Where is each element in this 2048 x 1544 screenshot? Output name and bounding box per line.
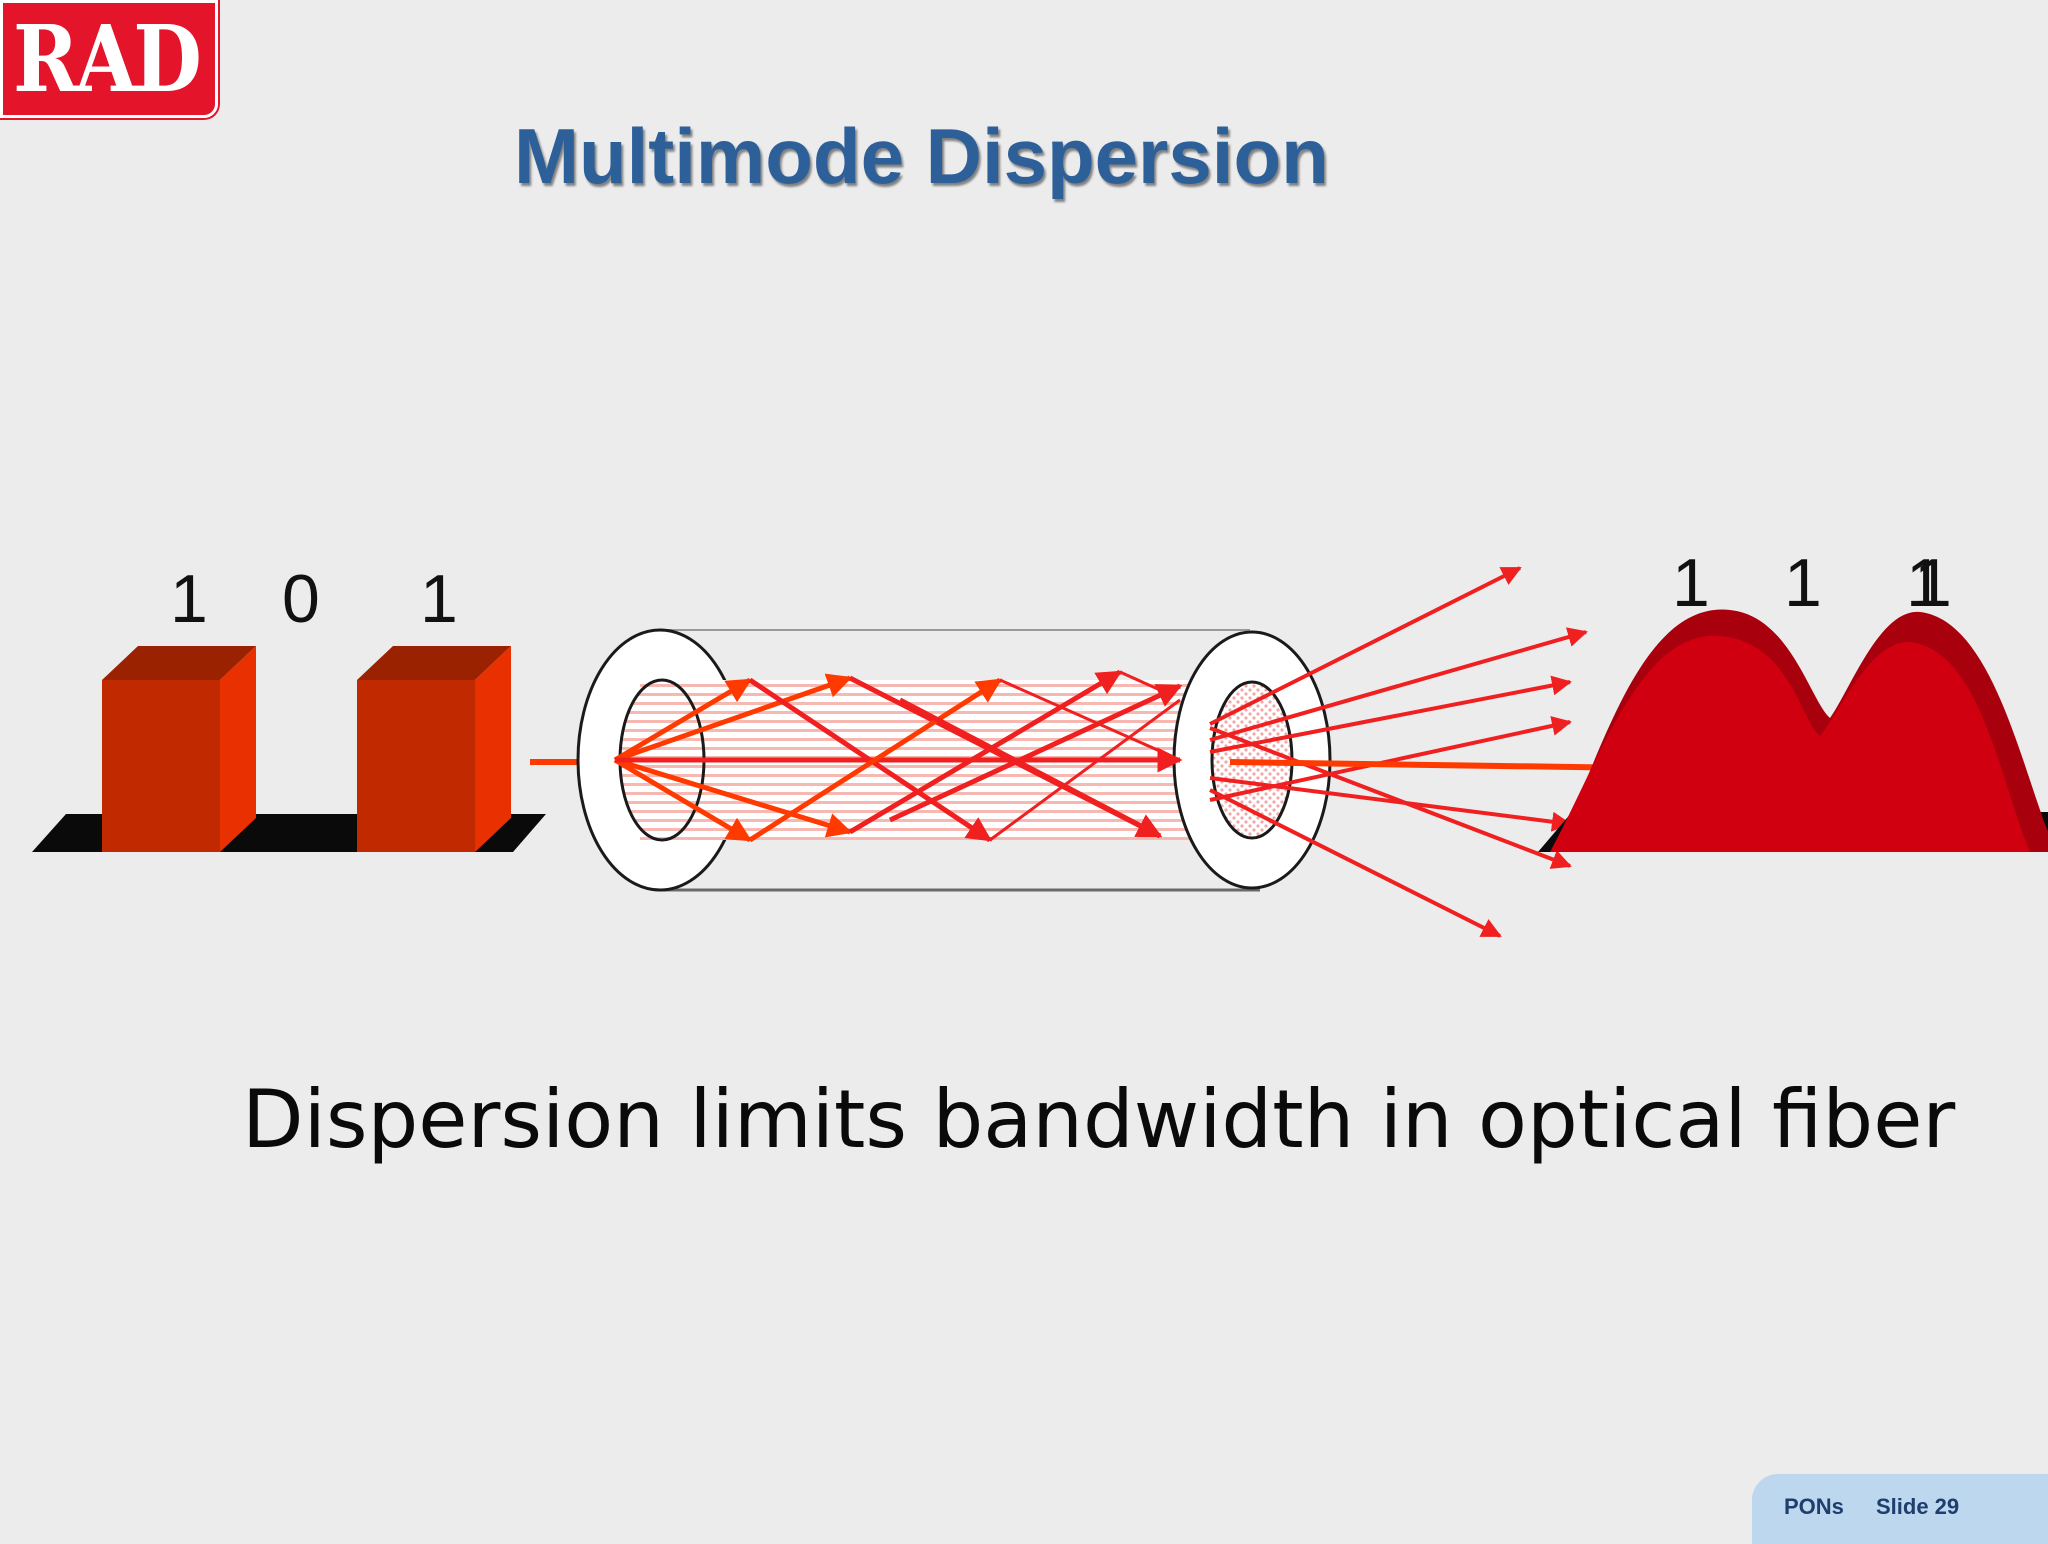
logo-text: RAD [13, 5, 202, 113]
output-pulse-train: 1 1 1 1 [1538, 545, 2048, 852]
slide-title: Multimode Dispersion [514, 112, 1329, 200]
input-bit-1: 1 [170, 561, 208, 637]
output-bit-3: 1 [1906, 545, 1944, 621]
fiber-rays [613, 669, 1183, 843]
exit-rays [1209, 566, 1641, 938]
input-pulse-train: 1 0 1 [32, 561, 546, 852]
output-pulse-front [1550, 635, 2030, 852]
input-bit-2: 0 [282, 561, 320, 637]
output-bit-3-ghost: 1 [1914, 545, 1952, 621]
rad-logo: RAD [0, 0, 218, 118]
footer-slide-number: Slide 29 [1876, 1494, 1960, 1519]
input-bit-3: 1 [420, 561, 458, 637]
output-bit-2: 1 [1784, 545, 1822, 621]
footer-presentation-name: PONs [1784, 1494, 1844, 1519]
slide-caption: Dispersion limits bandwidth in optical f… [242, 1073, 1956, 1166]
input-pulse-1 [102, 646, 256, 852]
slide-footer: PONs Slide 29 [1752, 1474, 2048, 1544]
output-bit-1: 1 [1672, 545, 1710, 621]
input-pulse-2 [357, 646, 511, 852]
